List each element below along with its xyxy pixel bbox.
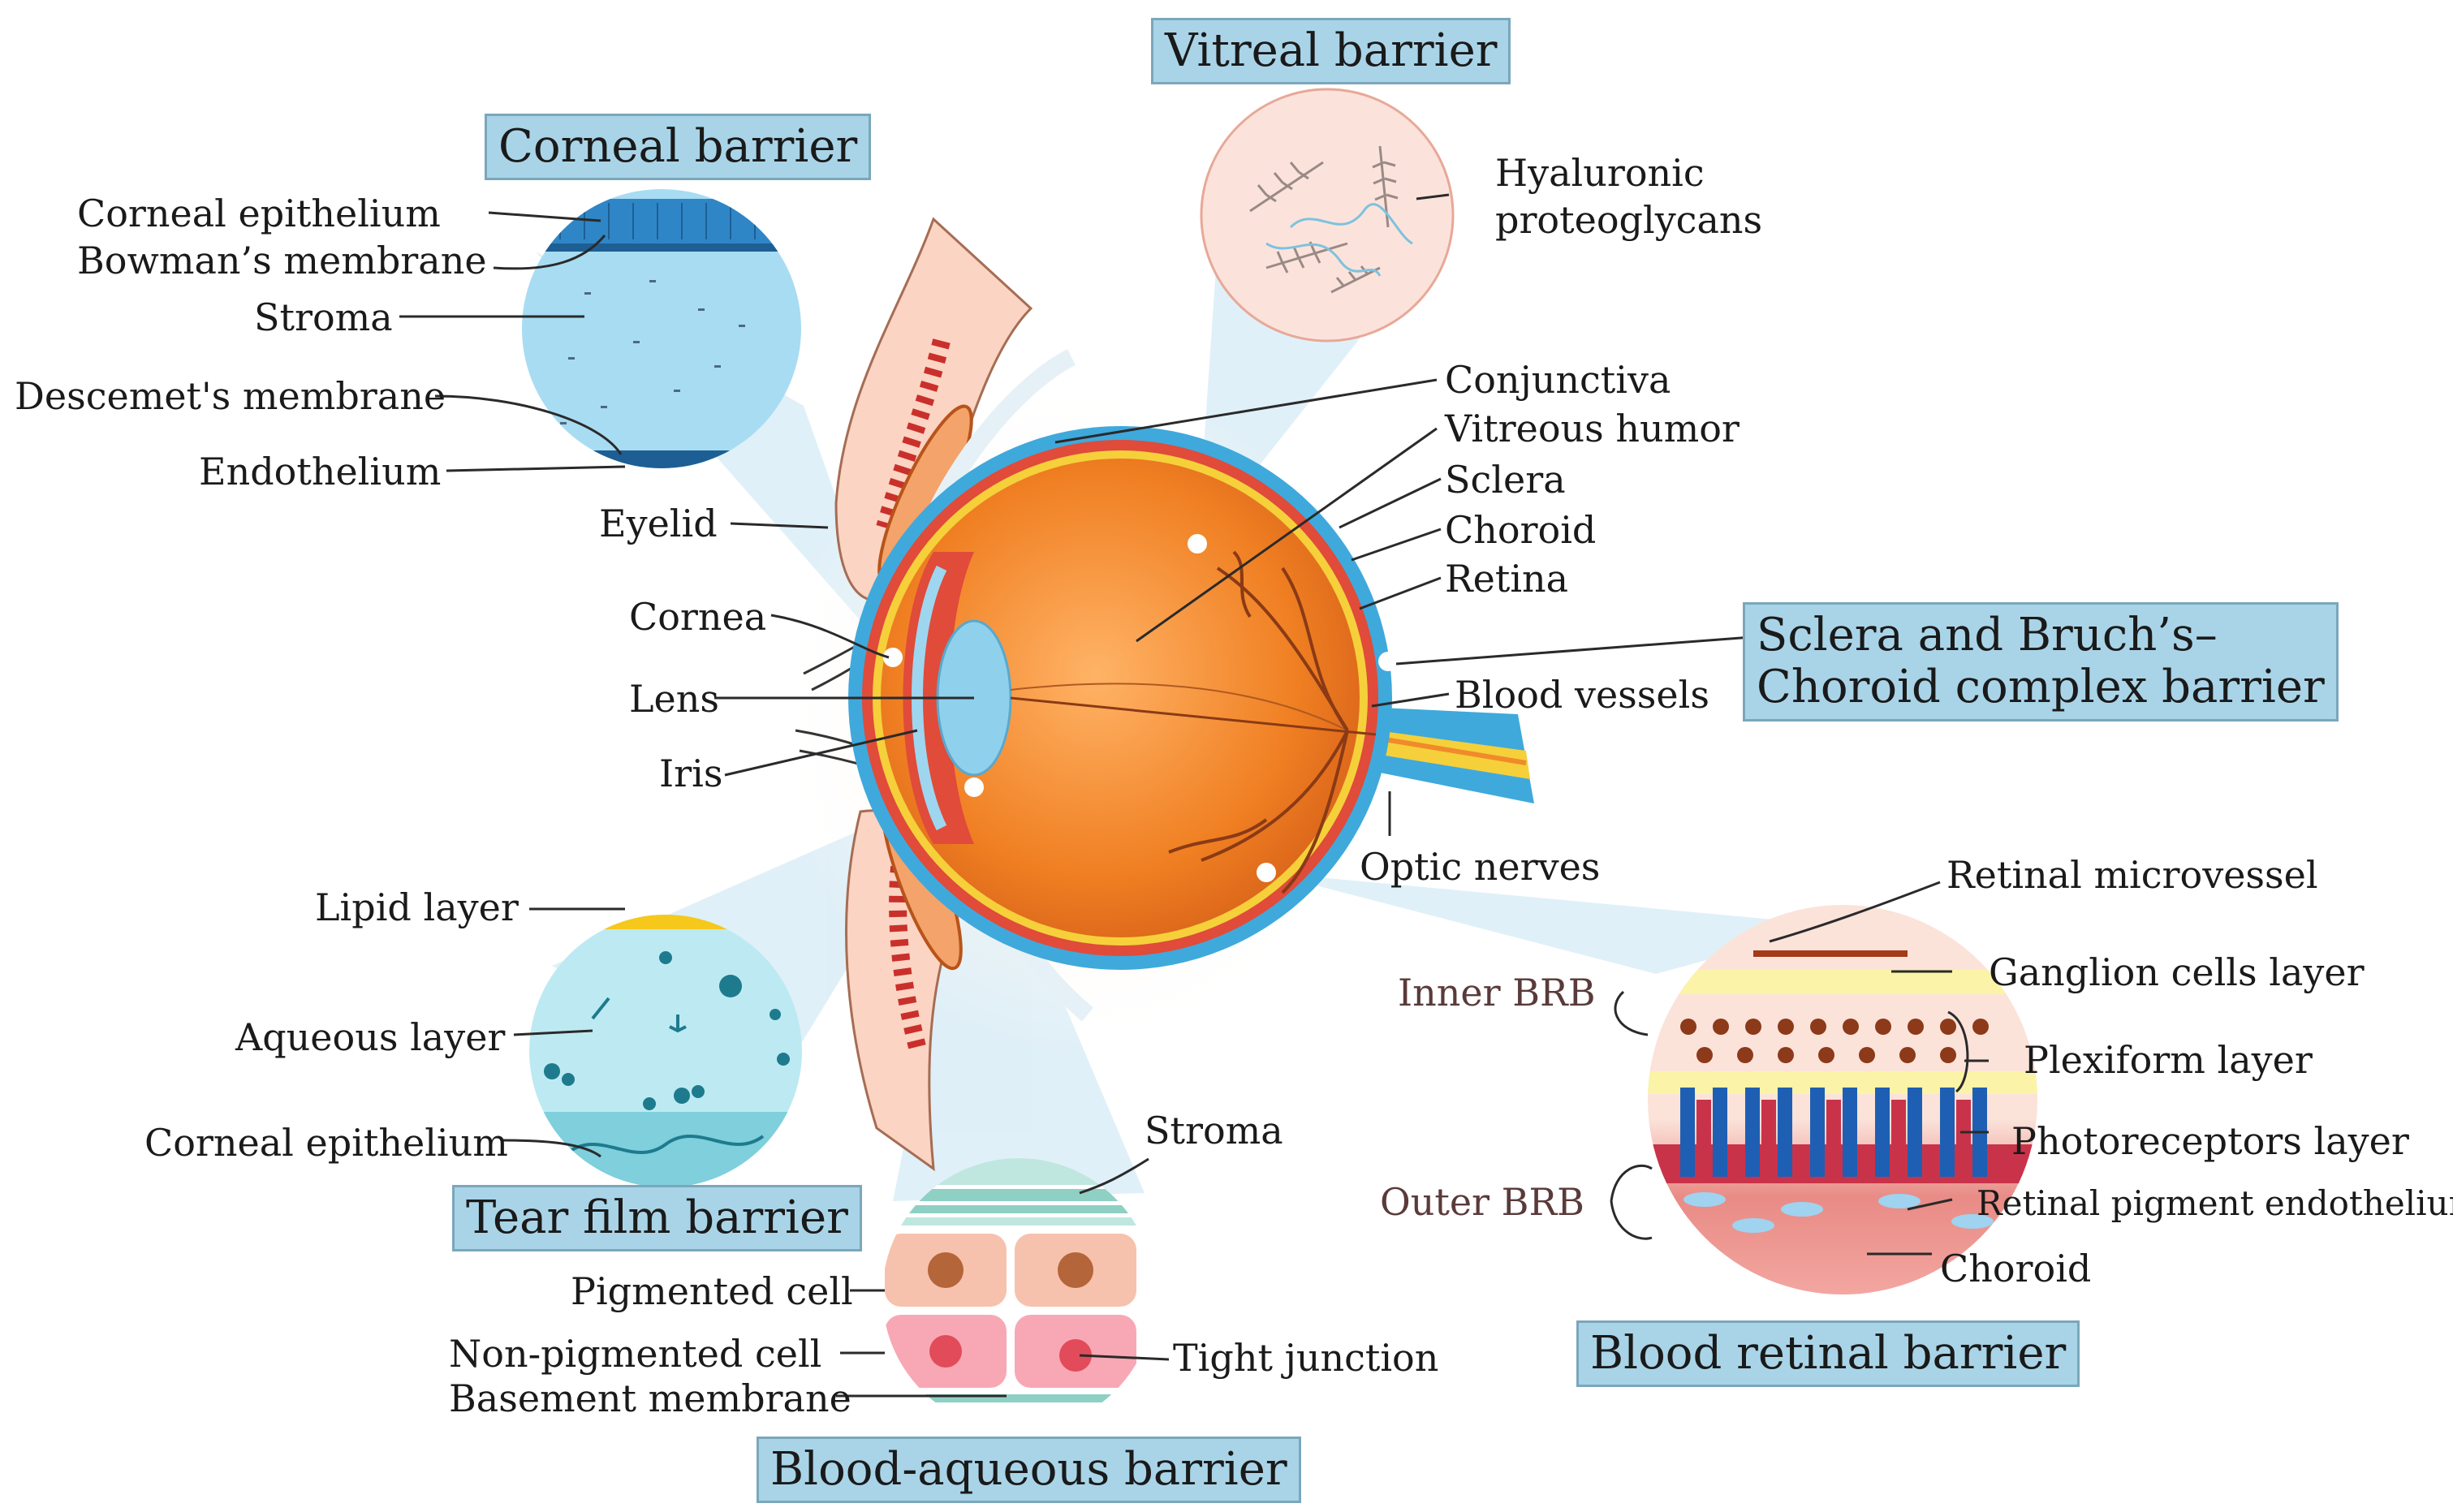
- label-retinal-microvessel: Retinal microvessel: [1946, 853, 2318, 897]
- label-basement-membrane: Basement membrane: [449, 1376, 851, 1420]
- eyeball: [848, 426, 1398, 970]
- label-proteoglycans: proteoglycans: [1495, 198, 1763, 242]
- label-bowmans-membrane: Bowman’s membrane: [77, 239, 487, 282]
- label-corneal-epithelium: Corneal epithelium: [77, 192, 441, 235]
- label-retina: Retina: [1445, 557, 1569, 601]
- label-aqueous-stroma: Stroma: [1145, 1109, 1283, 1152]
- label-lipid-layer: Lipid layer: [315, 885, 519, 929]
- sclera-title-line-1: Sclera and Bruch’s–: [1757, 609, 2218, 661]
- blood-aqueous-zoom-circle: [882, 1158, 1155, 1431]
- label-hyaluronic: Hyaluronic: [1495, 151, 1705, 195]
- label-lens: Lens: [629, 677, 720, 721]
- label-eyelid: Eyelid: [599, 502, 718, 545]
- label-sclera: Sclera: [1445, 458, 1566, 502]
- label-retinal-pigment-endothelium: Retinal pigment endothelium: [1977, 1183, 2453, 1223]
- blood-retinal-zoom-circle: [1648, 905, 2037, 1294]
- label-iris: Iris: [659, 752, 723, 795]
- leader-lines: [399, 193, 1989, 1398]
- label-choroid: Choroid: [1445, 508, 1597, 552]
- label-tear-corneal-epithelium: Corneal epithelium: [144, 1121, 508, 1165]
- corneal-barrier-title: Corneal barrier: [485, 114, 872, 181]
- label-non-pigmented-cell: Non-pigmented cell: [449, 1332, 822, 1376]
- vitreal-barrier-title: Vitreal barrier: [1151, 18, 1511, 85]
- blood-retinal-barrier-title: Blood retinal barrier: [1576, 1320, 2080, 1388]
- label-plexiform-layer: Plexiform layer: [2024, 1038, 2313, 1082]
- label-endothelium: Endothelium: [199, 450, 442, 493]
- blood-aqueous-barrier-title: Blood-aqueous barrier: [757, 1437, 1301, 1504]
- label-optic-nerves: Optic nerves: [1360, 845, 1601, 889]
- label-outer-brb: Outer BRB: [1380, 1180, 1584, 1224]
- label-inner-brb: Inner BRB: [1398, 971, 1596, 1014]
- label-retinal-choroid: Choroid: [1940, 1247, 2092, 1290]
- tear-film-barrier-title: Tear film barrier: [452, 1185, 862, 1252]
- label-vitreous-humor: Vitreous humor: [1445, 407, 1740, 450]
- label-ganglion-cells-layer: Ganglion cells layer: [1989, 950, 2365, 994]
- label-tight-junction: Tight junction: [1173, 1336, 1439, 1380]
- label-pigmented-cell: Pigmented cell: [571, 1269, 853, 1313]
- label-cornea: Cornea: [629, 595, 767, 639]
- sclera-title-line-2: Choroid complex barrier: [1757, 661, 2325, 714]
- label-conjunctiva: Conjunctiva: [1445, 358, 1671, 402]
- label-descemets-membrane: Descemet's membrane: [15, 374, 446, 418]
- label-corneal-stroma: Stroma: [254, 295, 393, 339]
- sclera-bruch-barrier-title: Sclera and Bruch’s– Choroid complex barr…: [1743, 602, 2339, 722]
- vitreal-zoom-circle: [1200, 88, 1455, 342]
- label-aqueous-layer: Aqueous layer: [235, 1015, 506, 1059]
- label-photoreceptors-layer: Photoreceptors layer: [2011, 1119, 2409, 1163]
- label-blood-vessels: Blood vessels: [1455, 673, 1709, 717]
